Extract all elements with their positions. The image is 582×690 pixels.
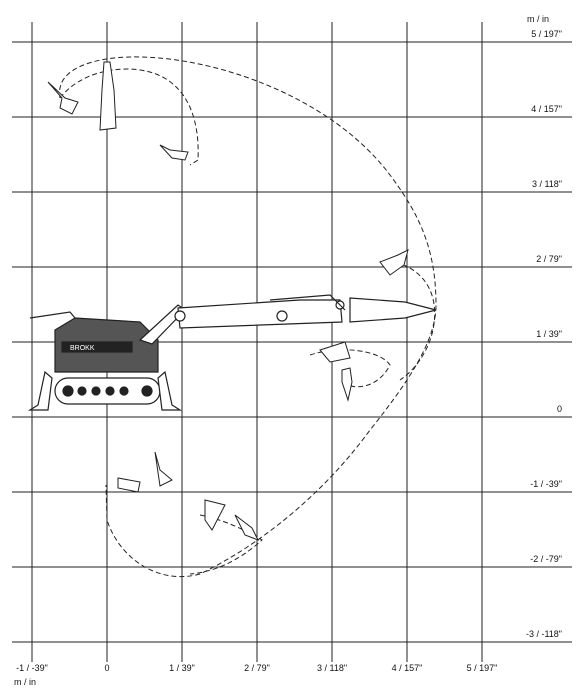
breaker-low — [341, 367, 353, 402]
breaker-far — [349, 297, 437, 323]
y-tick-label: -3 / -118" — [525, 629, 562, 639]
crusher-top-b — [159, 144, 189, 161]
breaker-top — [99, 61, 117, 131]
x-tick-label: 5 / 197" — [466, 663, 498, 673]
y-tick-label: 2 / 79" — [536, 254, 562, 264]
brand-text: BROKK — [70, 345, 95, 352]
crusher-top-a — [47, 81, 79, 115]
outrigger-left — [27, 370, 53, 411]
y-tick-label: 4 / 157" — [531, 104, 562, 114]
y-tick-label: 1 / 39" — [536, 329, 562, 339]
crusher-mid — [379, 249, 409, 276]
x-tick-label: -1 / -39" — [16, 663, 48, 673]
arm — [177, 299, 343, 329]
y-tick-label: 0 — [556, 404, 562, 414]
demolition-machine: BROKK — [27, 294, 437, 411]
outrigger-right — [157, 370, 183, 411]
crusher-bottom-a — [117, 477, 141, 493]
x-tick-label: 4 / 157" — [391, 663, 423, 673]
unit-label-bottom: m / in — [14, 677, 37, 687]
reach-envelope-inner-mid — [394, 261, 436, 381]
x-tick-label: 2 / 79" — [244, 663, 270, 673]
y-tick-label: 5 / 197" — [531, 29, 562, 39]
x-tick-label: 1 / 39" — [169, 663, 195, 673]
shear-mid — [319, 341, 351, 363]
crusher-bottom-b — [154, 451, 173, 487]
y-tick-label: -2 / -79" — [530, 554, 562, 564]
shear-bottom-a — [204, 499, 226, 531]
reach-envelope-inner-top — [59, 68, 199, 166]
x-tick-label: 3 / 118" — [316, 663, 348, 673]
crusher-bottom-c — [234, 514, 260, 541]
y-tick-label: 3 / 118" — [531, 179, 562, 189]
x-tick-label: 0 — [104, 663, 110, 673]
reach-envelope-bottom-inner — [189, 514, 263, 575]
unit-label-top: m / in — [527, 14, 550, 24]
y-tick-label: -1 / -39" — [530, 479, 562, 489]
